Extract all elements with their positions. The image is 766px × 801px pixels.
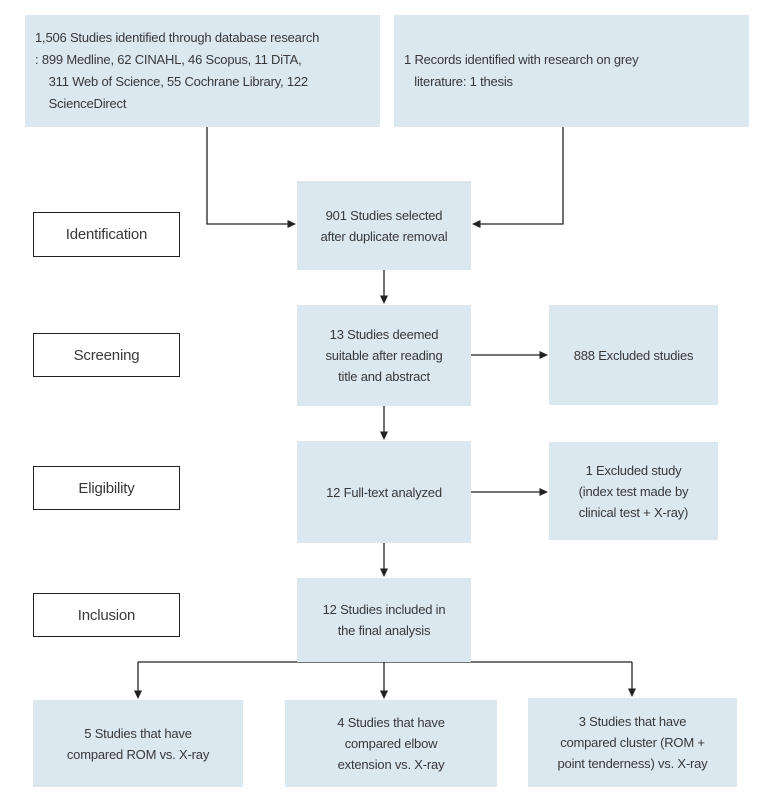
box-excluded-eligibility-text: 1 Excluded study (index test made by cli…	[578, 462, 689, 520]
stage-label-inclusion-text: Inclusion	[77, 606, 136, 624]
box-full-text-analyzed: 12 Full-text analyzed	[297, 441, 471, 543]
stage-label-screening: Screening	[33, 333, 180, 377]
box-excluded-screening: 888 Excluded studies	[549, 305, 718, 405]
box-duplicates-removed-text: 901 Studies selected after duplicate rem…	[320, 207, 448, 244]
box-outcome-rom: 5 Studies that have compared ROM vs. X-r…	[33, 700, 243, 787]
box-grey-literature-records-text: 1 Records identified with research on gr…	[404, 52, 639, 89]
box-grey-literature-records: 1 Records identified with research on gr…	[394, 15, 749, 127]
box-title-abstract-screen-text: 13 Studies deemed suitable after reading…	[325, 327, 443, 384]
stage-label-identification: Identification	[33, 212, 180, 257]
box-outcome-cluster: 3 Studies that have compared cluster (RO…	[528, 698, 737, 787]
box-outcome-elbow-extension-text: 4 Studies that have compared elbow exten…	[337, 715, 445, 772]
box-excluded-eligibility: 1 Excluded study (index test made by cli…	[549, 442, 718, 540]
stage-label-inclusion: Inclusion	[33, 593, 180, 637]
box-studies-included-text: 12 Studies included in the final analysi…	[322, 602, 446, 638]
stage-label-eligibility-text: Eligibility	[78, 479, 135, 497]
box-outcome-elbow-extension: 4 Studies that have compared elbow exten…	[285, 700, 497, 787]
box-outcome-rom-text: 5 Studies that have compared ROM vs. X-r…	[66, 725, 210, 762]
box-full-text-analyzed-text: 12 Full-text analyzed	[326, 484, 442, 500]
box-studies-included: 12 Studies included in the final analysi…	[297, 578, 471, 662]
box-database-records-text: 1,506 Studies identified through databas…	[35, 30, 320, 111]
stage-label-identification-text: Identification	[65, 226, 148, 243]
box-database-records: 1,506 Studies identified through databas…	[25, 15, 380, 127]
box-excluded-screening-text: 888 Excluded studies	[573, 347, 694, 363]
stage-label-screening-text: Screening	[73, 346, 140, 364]
box-title-abstract-screen: 13 Studies deemed suitable after reading…	[297, 305, 471, 406]
box-duplicates-removed: 901 Studies selected after duplicate rem…	[297, 181, 471, 270]
stage-label-eligibility: Eligibility	[33, 466, 180, 510]
box-outcome-cluster-text: 3 Studies that have compared cluster (RO…	[557, 714, 708, 771]
